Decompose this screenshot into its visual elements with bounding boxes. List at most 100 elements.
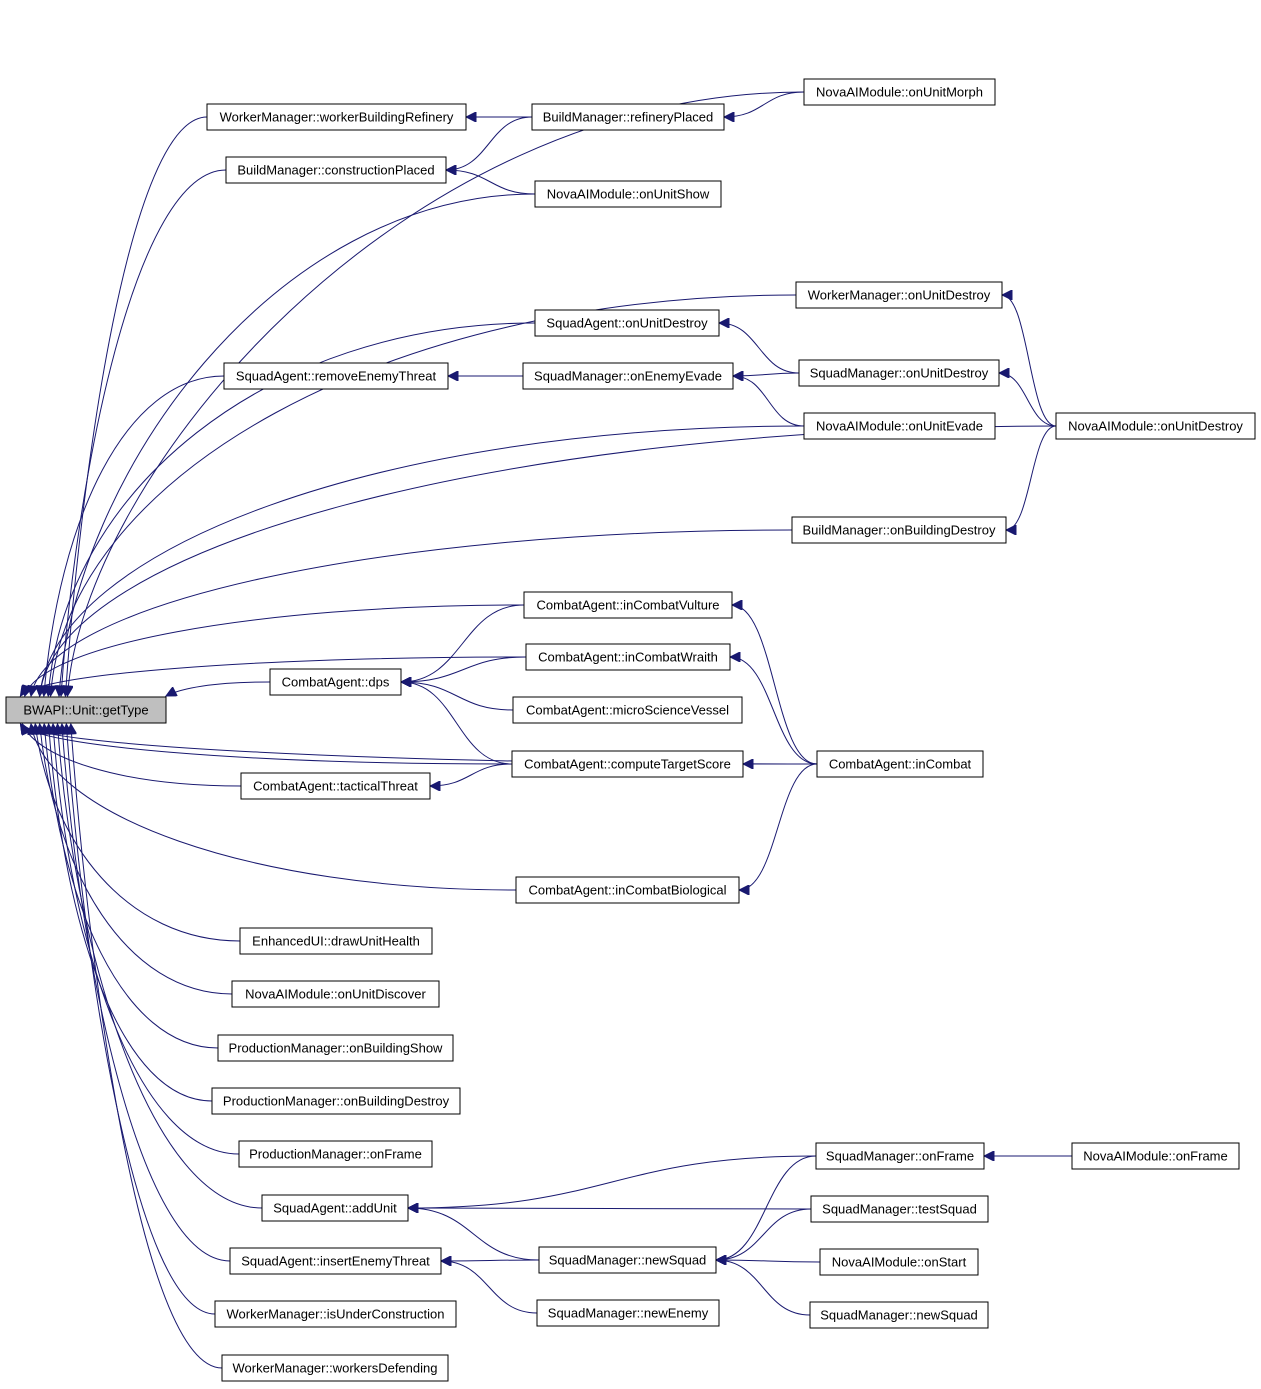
node-label: NovaAIModule::onUnitEvade [816, 419, 983, 434]
node-sm_test[interactable]: SquadManager::testSquad [810, 1195, 989, 1223]
node-box [225, 156, 447, 184]
edge-sa_add-to-getType [58, 724, 263, 1209]
edge-sa_ret-to-getType [44, 375, 225, 696]
node-bm_rp[interactable]: BuildManager::refineryPlaced [531, 103, 725, 131]
node-wm_destroy[interactable]: WorkerManager::onUnitDestroy [795, 281, 1003, 309]
edge-ca_msv-to-ca_dps [401, 682, 514, 711]
edge-ca_bio-to-getType [31, 724, 517, 891]
edge-ca_wraith-to-getType [20, 656, 527, 696]
node-nova_start[interactable]: NovaAIModule::onStart [819, 1248, 979, 1276]
edge-nova_evade-to-getType [40, 425, 805, 696]
node-box [269, 668, 402, 696]
node-label: BuildManager::onBuildingDestroy [803, 523, 996, 538]
node-pm_bd[interactable]: ProductionManager::onBuildingDestroy [211, 1087, 461, 1115]
node-box [1055, 412, 1256, 440]
edge-pm_bs-to-getType [44, 724, 219, 1049]
node-box [511, 750, 744, 778]
edge-wm_wbr-to-getType [65, 116, 208, 696]
edge-ca_cts-to-getType [21, 724, 513, 765]
node-label: CombatAgent::microScienceVessel [526, 703, 729, 718]
edge-bm_cp-to-getType [61, 169, 227, 696]
node-sa_iet[interactable]: SquadAgent::insertEnemyThreat [229, 1247, 442, 1275]
node-bm_cp[interactable]: BuildManager::constructionPlaced [225, 156, 447, 184]
node-label: WorkerManager::workersDefending [233, 1361, 438, 1376]
edge-wm_wd-to-getType [71, 724, 223, 1369]
node-label: NovaAIModule::onUnitShow [547, 187, 710, 202]
node-sm_frame[interactable]: SquadManager::onFrame [815, 1142, 985, 1170]
node-pm_bs[interactable]: ProductionManager::onBuildingShow [217, 1034, 454, 1062]
edge-sm_newsquad2-to-sm_newsquad [716, 1260, 811, 1316]
node-label: EnhancedUI::drawUnitHealth [252, 934, 420, 949]
node-label: CombatAgent::tacticalThreat [253, 779, 418, 794]
nodes-layer: BWAPI::Unit::getTypeWorkerManager::worke… [5, 78, 1256, 1382]
node-label: SquadManager::onUnitDestroy [810, 366, 989, 381]
node-ca_cts[interactable]: CombatAgent::computeTargetScore [511, 750, 744, 778]
node-label: NovaAIModule::onStart [832, 1255, 967, 1270]
edge-nova_destroy-to-bm_bd [1006, 425, 1057, 530]
node-box [261, 1194, 409, 1222]
node-sa_destroy[interactable]: SquadAgent::onUnitDestroy [534, 309, 720, 337]
edge-wm_destroy-to-getType [51, 294, 797, 696]
node-label: ProductionManager::onBuildingShow [229, 1041, 444, 1056]
node-box [809, 1301, 989, 1329]
node-nova_destroy[interactable]: NovaAIModule::onUnitDestroy [1055, 412, 1256, 440]
node-box [239, 927, 433, 955]
node-sm_newenemy[interactable]: SquadManager::newEnemy [536, 1299, 720, 1327]
node-sm_destroy[interactable]: SquadManager::onUnitDestroy [798, 359, 1000, 387]
node-sa_add[interactable]: SquadAgent::addUnit [261, 1194, 409, 1222]
node-sm_newsquad[interactable]: SquadManager::newSquad [538, 1246, 717, 1274]
node-ca_vulture[interactable]: CombatAgent::inCombatVulture [523, 591, 733, 619]
node-box [229, 1247, 442, 1275]
node-wm_wbr[interactable]: WorkerManager::workerBuildingRefinery [206, 103, 467, 131]
edge-ca_vulture-to-ca_dps [401, 604, 525, 682]
node-ca_bio[interactable]: CombatAgent::inCombatBiological [515, 876, 740, 904]
node-nova_discover[interactable]: NovaAIModule::onUnitDiscover [231, 980, 440, 1008]
node-label: NovaAIModule::onFrame [1083, 1149, 1228, 1164]
node-sm_newsquad2[interactable]: SquadManager::newSquad [809, 1301, 989, 1329]
node-nova_show[interactable]: NovaAIModule::onUnitShow [534, 180, 722, 208]
node-wm_iuc[interactable]: WorkerManager::isUnderConstruction [214, 1300, 457, 1328]
node-box [810, 1195, 989, 1223]
node-box [534, 309, 720, 337]
node-label: CombatAgent::inCombatVulture [536, 598, 719, 613]
node-label: WorkerManager::workerBuildingRefinery [220, 110, 454, 125]
edge-nova_show-to-getType [59, 193, 536, 696]
edge-ca_incombat-to-ca_bio [739, 763, 818, 890]
node-ca_tt[interactable]: CombatAgent::tacticalThreat [240, 772, 431, 800]
node-eui_duh[interactable]: EnhancedUI::drawUnitHealth [239, 927, 433, 955]
node-wm_wd[interactable]: WorkerManager::workersDefending [221, 1354, 449, 1382]
node-box [798, 359, 1000, 387]
edge-sm_frame-to-sa_add [408, 1155, 817, 1208]
edge-nova_discover-to-getType [40, 724, 233, 995]
node-ca_wraith[interactable]: CombatAgent::inCombatWraith [525, 643, 731, 671]
edge-sm_newenemy-to-sa_iet [441, 1261, 538, 1314]
node-pm_frame[interactable]: ProductionManager::onFrame [238, 1140, 433, 1168]
node-nova_morph[interactable]: NovaAIModule::onUnitMorph [803, 78, 996, 106]
node-box [238, 1140, 433, 1168]
node-label: WorkerManager::onUnitDestroy [808, 288, 991, 303]
edge-ca_cts-to-ca_dps [401, 682, 513, 765]
node-box [217, 1034, 454, 1062]
node-sm_evade[interactable]: SquadManager::onEnemyEvade [522, 362, 734, 390]
node-label: SquadManager::newEnemy [548, 1306, 709, 1321]
node-box [803, 78, 996, 106]
edge-sm_test-to-sa_add [408, 1208, 812, 1209]
node-box [791, 516, 1007, 544]
node-nova_frame[interactable]: NovaAIModule::onFrame [1071, 1142, 1240, 1170]
edge-pm_bd-to-getType [49, 724, 213, 1102]
node-label: NovaAIModule::onUnitDiscover [245, 987, 426, 1002]
node-box [515, 876, 740, 904]
node-box [816, 750, 984, 778]
edge-bm_rp-to-bm_cp [446, 116, 533, 170]
edge-nova_show-to-bm_cp [446, 170, 536, 195]
node-getType[interactable]: BWAPI::Unit::getType [5, 696, 167, 724]
node-label: SquadAgent::addUnit [273, 1201, 397, 1216]
node-box [795, 281, 1003, 309]
node-ca_incombat[interactable]: CombatAgent::inCombat [816, 750, 984, 778]
node-bm_bd[interactable]: BuildManager::onBuildingDestroy [791, 516, 1007, 544]
node-ca_dps[interactable]: CombatAgent::dps [269, 668, 402, 696]
node-ca_msv[interactable]: CombatAgent::microScienceVessel [512, 696, 743, 724]
node-nova_evade[interactable]: NovaAIModule::onUnitEvade [803, 412, 996, 440]
node-sa_ret[interactable]: SquadAgent::removeEnemyThreat [223, 362, 449, 390]
